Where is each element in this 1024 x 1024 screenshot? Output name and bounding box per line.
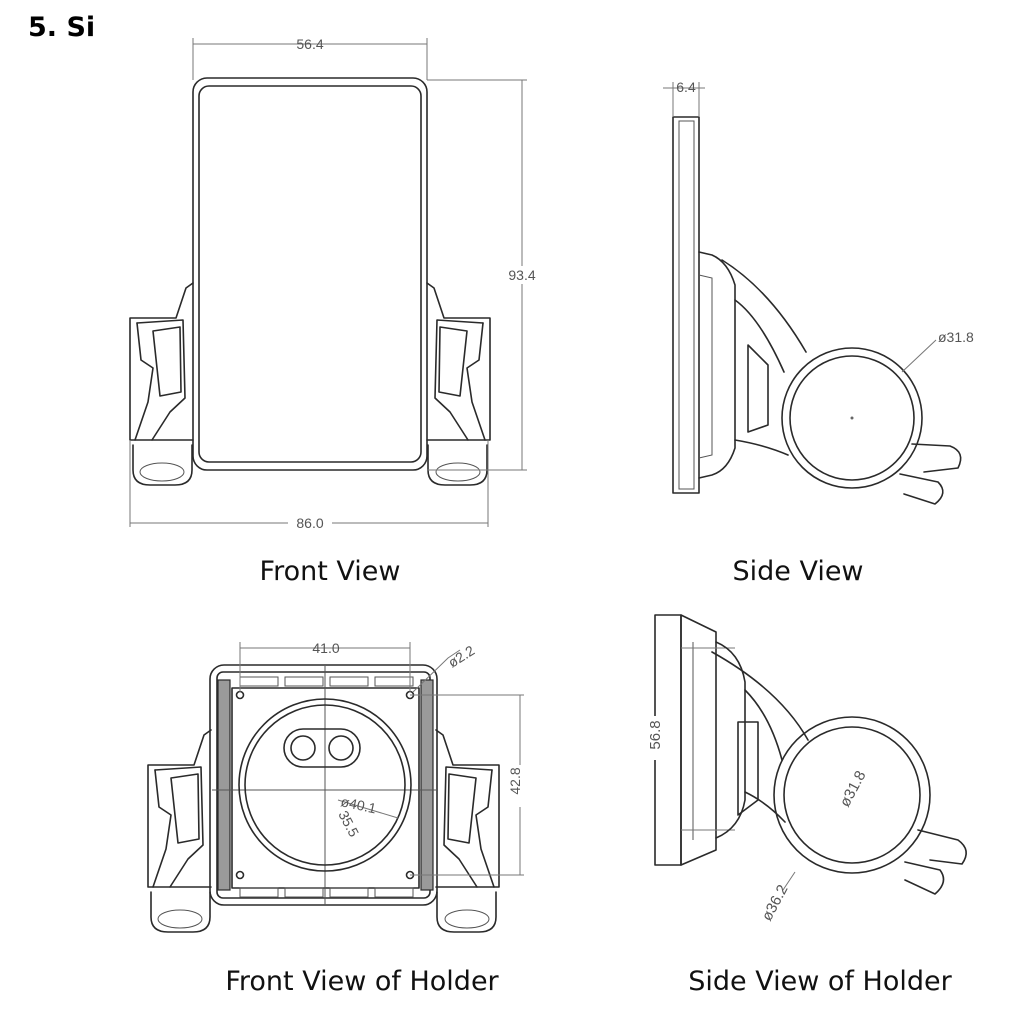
holder-arm-base-edge [744,791,786,823]
holder-front-caption: Front View of Holder [225,966,499,997]
holder-right-rail [420,679,434,891]
mount-inner-edge [698,274,713,459]
holder-clamp-diameter-label: ø31.8 [837,768,870,810]
section-title: 5. Si [28,12,95,43]
holder-ring-outer [773,716,931,874]
display-panel-inner [678,120,695,490]
hole-spacing-x-line [239,642,411,692]
clamp-ring-outer [781,347,923,489]
front-view: 56.4 93.4 86.0 Front View [129,36,544,587]
front-view-caption: Front View [260,556,401,587]
outer-diameter-leader [337,799,399,819]
connector-capsule [283,728,361,768]
clamp-tab-lower [899,473,944,505]
mount-back [698,251,736,479]
holder-panel-step [680,614,717,866]
holder-ring-diameter-label: ø36.2 [759,882,792,924]
clamp-ring-inner [789,355,915,481]
clamp-tab-upper [911,443,962,473]
bottom-rib [239,887,279,898]
display-body [192,77,428,471]
mount-circle-inner [244,704,406,866]
hole-spacing-y-label-bg [511,765,529,807]
arm-slot [747,344,769,433]
hole-spacing-x-label: 41.0 [312,640,339,656]
right-bracket [426,282,491,486]
display-screen [198,85,422,463]
holder-height-label-bg [648,716,668,760]
width-dimension-label: 56.4 [296,36,323,52]
connector-hole-left [290,735,316,761]
holder-left-rail [217,679,231,891]
holder-clamp-tab-lower [904,861,945,895]
thickness-dimension-line [663,82,705,117]
arm-base-edge [734,439,789,456]
hole-spacing-y-label: 42.8 [507,767,523,794]
holder-side-view: 56.8 ø31.8 ø36.2 Side View of Holder [647,614,967,997]
arm-upper-edge [721,259,807,353]
holder-height-label: 56.8 [647,720,664,749]
holder-ring-diameter-leader [782,871,796,891]
holder-clamp-tab-upper [917,829,967,865]
top-rib [284,676,324,687]
total-width-label-bg [288,514,332,532]
clamp-diameter-label: ø31.8 [938,329,974,345]
top-rib [239,676,279,687]
clamp-center-dot [850,416,854,420]
total-width-dimension-label: 86.0 [296,515,323,531]
left-bracket [129,282,194,486]
holder-front-view: 41.0 ø2.2 42.8 ø40.1 35.5 Front View of … [147,640,529,997]
hole-diameter-leader [412,649,461,693]
holder-arm-slot [737,721,759,816]
height-label-bg [500,266,544,284]
screw-hole [235,870,245,880]
bottom-rib [284,887,324,898]
holder-arm-lower-edge [744,689,783,761]
bottom-rib [374,887,414,898]
outer-diameter-label: ø40.1 [339,793,378,816]
holder-plate-inner [216,671,431,899]
display-panel-side [672,116,700,494]
holder-mount-back [715,641,746,839]
top-rib [329,676,369,687]
width-dimension-line [192,38,428,80]
holder-plate-outer [209,664,438,906]
holder-right-bracket [435,729,500,933]
hole-diameter-label: ø2.2 [445,642,477,671]
side-view: 6.4 ø31.8 Side View [663,79,974,587]
arm-lower-edge [734,299,785,373]
connector-hole-right [328,735,354,761]
height-dimension-label: 93.4 [508,267,535,283]
thickness-dimension-label: 6.4 [676,79,696,95]
holder-ring-inner [783,726,921,864]
mount-circle-outer [238,698,412,872]
side-view-caption: Side View [732,556,863,587]
clamp-diameter-leader [901,339,937,373]
top-rib [374,676,414,687]
holder-side-caption: Side View of Holder [688,966,952,997]
screw-hole [235,690,245,700]
holder-arm-upper-edge [711,651,809,741]
holder-left-bracket [147,729,212,933]
holder-height-extension-lines [681,647,735,831]
bottom-rib [329,887,369,898]
